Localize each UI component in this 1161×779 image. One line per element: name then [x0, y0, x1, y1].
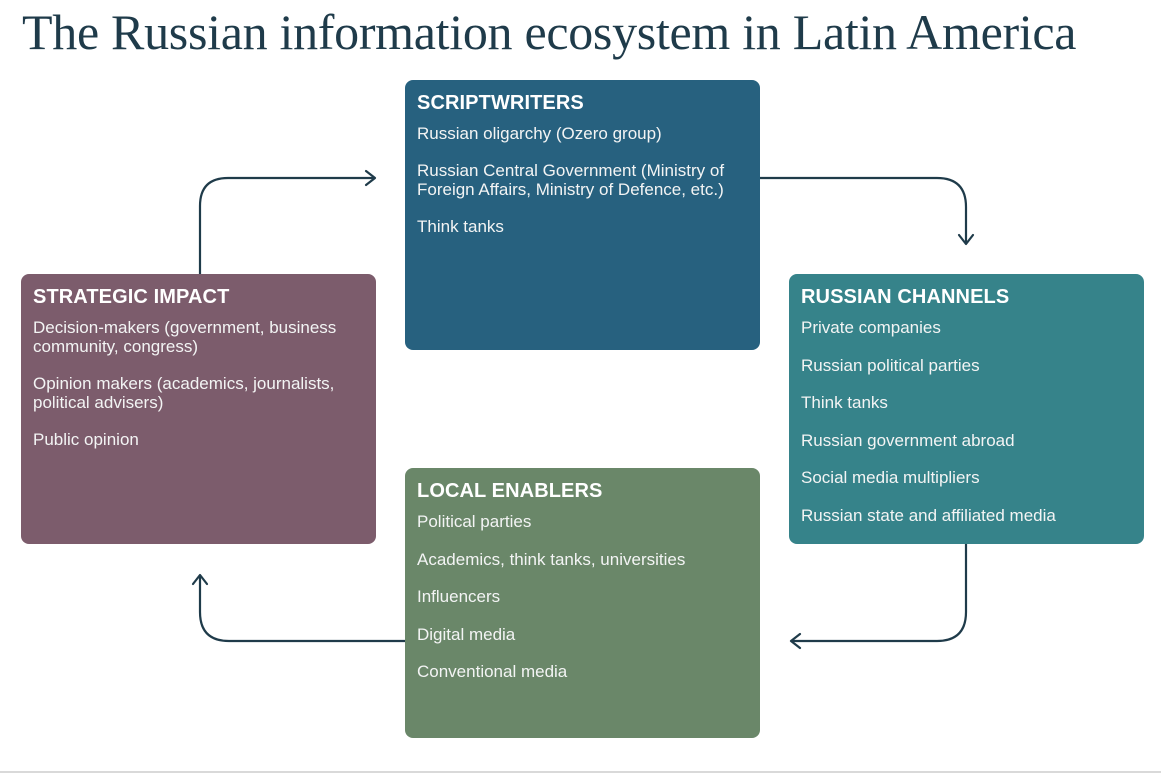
- page-title: The Russian information ecosystem in Lat…: [22, 4, 1077, 60]
- list-item: Opinion makers (academics, journalists, …: [33, 374, 335, 412]
- list-item: Academics, think tanks, universities: [417, 549, 686, 569]
- arrow-strategic-to-scriptwriters: [198, 176, 376, 276]
- list-item: Russian government abroad: [801, 430, 1015, 450]
- russian-channels-box: RUSSIAN CHANNELS Private companies Russi…: [789, 274, 1144, 544]
- list-item: Think tanks: [801, 393, 888, 412]
- scriptwriters-list: Russian oligarchy (Ozero group) Russian …: [417, 124, 748, 236]
- list-item: Russian Central Government (Ministry of …: [417, 161, 725, 199]
- russian-channels-title: RUSSIAN CHANNELS: [801, 286, 1010, 308]
- arrowhead-strategic-to-scriptwriters: [364, 169, 377, 187]
- arrow-channels-to-enablers: [790, 542, 968, 643]
- arrowhead-scriptwriters-to-channels: [957, 233, 975, 246]
- arrowhead-enablers-to-strategic: [191, 573, 209, 586]
- list-item: Private companies: [801, 318, 941, 337]
- arrowhead-channels-to-enablers: [789, 632, 802, 650]
- list-item: Public opinion: [33, 430, 139, 449]
- strategic-impact-list: Decision-makers (government, business co…: [33, 318, 364, 449]
- list-item: Russian state and affiliated media: [801, 505, 1056, 525]
- list-item: Think tanks: [417, 217, 504, 236]
- list-item: Conventional media: [417, 662, 568, 681]
- list-item: Russian oligarchy (Ozero group): [417, 124, 662, 143]
- list-item: Digital media: [417, 624, 516, 644]
- scriptwriters-title: SCRIPTWRITERS: [417, 92, 584, 114]
- russian-channels-list: Private companies Russian political part…: [801, 318, 1132, 525]
- local-enablers-list: Political parties Academics, think tanks…: [417, 512, 748, 681]
- local-enablers-box: LOCAL ENABLERS Political parties Academi…: [405, 468, 760, 738]
- list-item: Influencers: [417, 587, 501, 606]
- local-enablers-title: LOCAL ENABLERS: [417, 480, 603, 502]
- bottom-divider: [0, 771, 1161, 773]
- list-item: Russian political parties: [801, 355, 980, 375]
- list-item: Decision-makers (government, business co…: [33, 318, 337, 356]
- arrow-enablers-to-strategic: [198, 574, 407, 643]
- list-item: Political parties: [417, 512, 532, 531]
- strategic-impact-title: STRATEGIC IMPACT: [33, 286, 230, 308]
- arrow-scriptwriters-to-channels: [758, 176, 968, 244]
- list-item: Social media multipliers: [801, 468, 980, 487]
- strategic-impact-box: STRATEGIC IMPACT Decision-makers (govern…: [21, 274, 376, 544]
- scriptwriters-box: SCRIPTWRITERS Russian oligarchy (Ozero g…: [405, 80, 760, 350]
